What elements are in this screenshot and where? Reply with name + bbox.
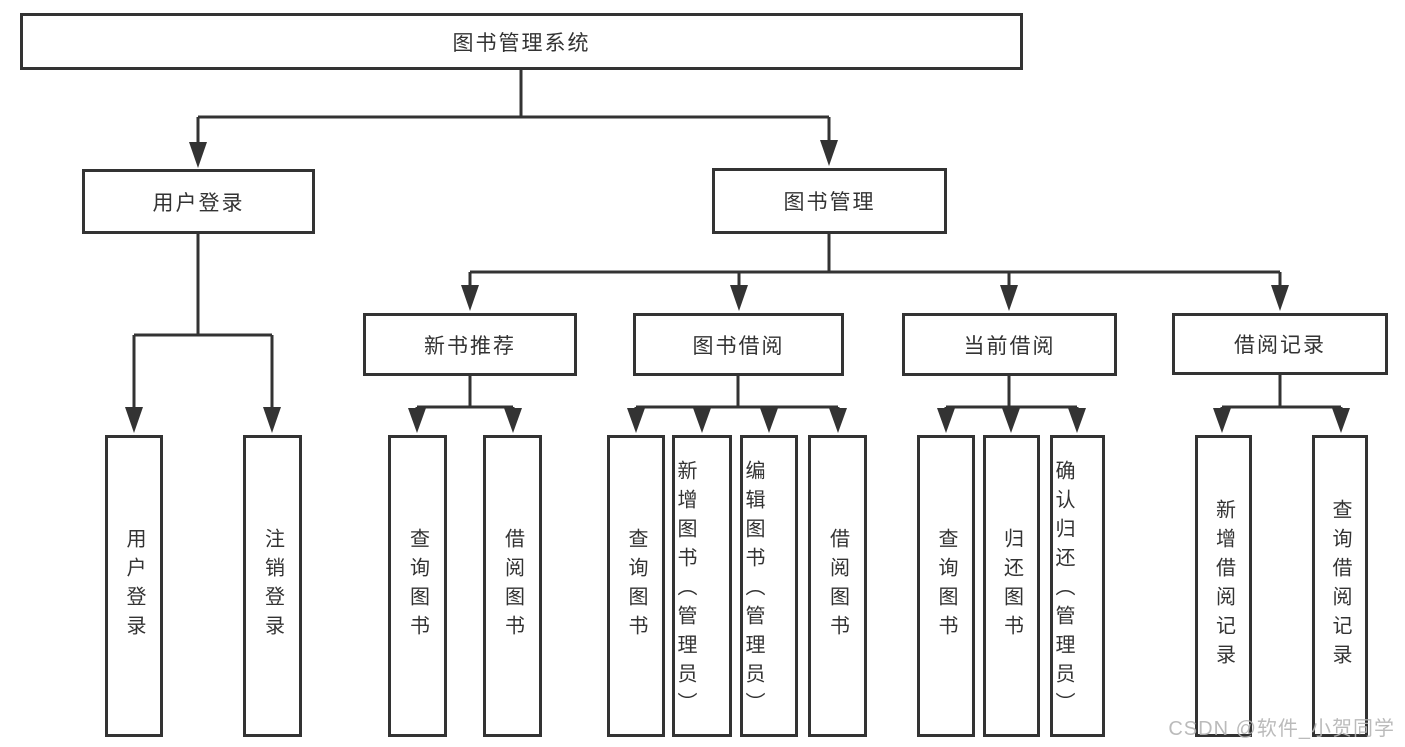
csdn-watermark: CSDN @软件_小贺同学 [1168,718,1395,740]
node-label: 图书管理 [783,191,876,214]
node-label: 新增图书（管理员） [674,459,696,721]
node-label: 编辑图书（管理员） [742,459,764,721]
leaf-borrow-add-book-admin: 新增图书（管理员） [672,435,732,737]
node-current-borrow: 当前借阅 [902,313,1117,376]
leaf-borrow-borrow-book: 借阅图书 [808,435,867,737]
leaf-logout-login: 注销登录 [243,435,302,737]
node-label: 查询图书 [406,528,429,644]
leaf-record-add-borrow-record: 新增借阅记录 [1195,435,1252,737]
leaf-current-confirm-return-admin: 确认归还（管理员） [1050,435,1105,737]
node-new-book-recommend: 新书推荐 [363,313,577,376]
node-label: 用户登录 [123,528,145,644]
leaf-current-query-book: 查询图书 [917,435,975,737]
node-label: 用户登录 [152,191,245,215]
leaf-borrow-query-book: 查询图书 [607,435,665,737]
node-label: 新书推荐 [424,334,516,358]
node-label: 查询图书 [935,528,957,644]
node-label: 新增借阅记录 [1212,499,1235,673]
node-borrow-record: 借阅记录 [1172,313,1388,375]
leaf-newrec-query-book: 查询图书 [388,435,447,737]
node-label: 确认归还（管理员） [1052,459,1074,721]
node-label: 图书管理系统 [452,31,591,55]
node-label: 当前借阅 [963,334,1056,358]
leaf-newrec-borrow-book: 借阅图书 [483,435,542,737]
node-label: 图书借阅 [692,334,785,358]
leaf-record-query-borrow-record: 查询借阅记录 [1312,435,1368,737]
node-root: 图书管理系统 [20,13,1023,70]
node-label: 借阅图书 [501,528,524,644]
node-label: 注销登录 [261,528,284,644]
node-book-management: 图书管理 [712,168,947,234]
node-user-login: 用户登录 [82,169,315,234]
node-book-borrow: 图书借阅 [633,313,844,376]
node-label: 查询借阅记录 [1329,499,1351,673]
node-label: 借阅记录 [1234,334,1326,357]
node-label: 查询图书 [625,528,647,644]
node-label: 归还图书 [1000,528,1023,644]
node-label: 借阅图书 [826,528,849,644]
leaf-borrow-edit-book-admin: 编辑图书（管理员） [740,435,798,737]
leaf-current-return-book: 归还图书 [983,435,1040,737]
leaf-user-login: 用户登录 [105,435,163,737]
